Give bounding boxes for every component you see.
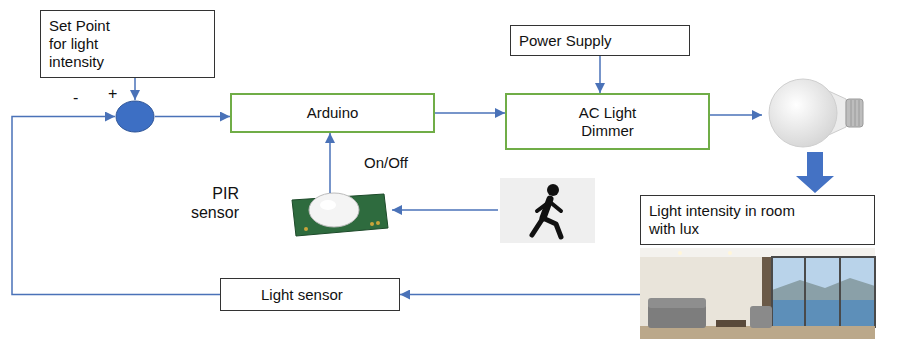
person-icon-part <box>532 218 543 235</box>
setpoint-box: Set Point for light intensity <box>40 10 215 78</box>
label-box: Light intensity in room with lux <box>640 195 875 245</box>
text-block: Light sensor <box>261 286 343 304</box>
room-light-box: Light intensity in room with lux <box>640 195 875 339</box>
text-block: PIR sensor <box>173 184 239 222</box>
signal-connector <box>599 56 601 93</box>
signal-connector <box>12 117 220 295</box>
edge-label: On/Off <box>362 154 410 172</box>
light-sensor-box: Light sensor <box>220 278 400 311</box>
person-icon-part <box>543 218 561 237</box>
text-block: Light intensity in room with lux <box>649 202 804 238</box>
power-supply-box: Power Supply <box>510 25 690 56</box>
node-text: Set Point for light intensity <box>49 17 131 71</box>
light-down-arrow-part <box>796 152 834 193</box>
node-text: Light intensity in room with lux <box>649 202 804 238</box>
room-photo-part <box>678 251 682 255</box>
room-photo-part <box>804 257 806 327</box>
person-icon-part <box>547 184 559 196</box>
room-photo-part <box>772 257 875 327</box>
room-photo-part <box>772 257 875 327</box>
dimmer-box: AC Light Dimmer <box>505 93 710 150</box>
light-bulb-part <box>859 100 860 126</box>
person-to-pir-arrow <box>392 210 498 211</box>
node-text: AC Light Dimmer <box>567 104 649 140</box>
light-bulb <box>769 79 863 147</box>
node-text: PIR sensor <box>173 184 239 222</box>
person-icon <box>500 178 595 243</box>
node-text: Arduino <box>307 104 359 122</box>
room-photo-part <box>648 298 706 308</box>
light-bulb-part <box>846 99 863 127</box>
pir-sensor: PIR sensor <box>288 193 388 237</box>
connectors <box>12 56 640 295</box>
node-text: - <box>73 88 78 107</box>
light-down-arrow <box>796 152 834 193</box>
pir-sensor-board-part <box>292 194 388 236</box>
room-photo-part <box>839 257 841 327</box>
person-icon-part <box>537 202 549 211</box>
room-photo-part <box>640 248 875 339</box>
signal-connector <box>155 116 230 118</box>
junction-circle <box>116 101 154 132</box>
text-block: Set Point for light intensity <box>49 17 131 71</box>
signal-connector <box>400 294 640 296</box>
pir-sensor-board-part <box>376 221 380 225</box>
room-photo-part <box>716 320 746 327</box>
text-block: Arduino <box>307 104 359 122</box>
dimmer-to-bulb-arrow <box>710 115 762 116</box>
person-icon-part <box>500 178 595 243</box>
node-text: Light sensor <box>261 286 343 304</box>
light-bulb-part <box>855 100 856 126</box>
pir-sensor-board-part <box>370 222 374 226</box>
text-block: AC Light Dimmer <box>567 104 649 140</box>
node-text: + <box>108 84 117 103</box>
room-photo-part <box>750 306 772 328</box>
room-photo-part <box>728 251 732 255</box>
dimmer-to-bulb-arrow-part <box>710 114 762 116</box>
summing-junction: -+ <box>115 100 155 133</box>
signal-connector <box>329 133 331 193</box>
junction-shape <box>115 100 155 133</box>
person-icon-part <box>550 202 561 211</box>
light-bulb-part <box>851 100 852 126</box>
pir-sensor-board-part <box>320 200 336 210</box>
room-photo-part <box>772 278 875 300</box>
signal-connector <box>435 112 505 114</box>
light-bulb-part <box>769 79 837 147</box>
node-text: Power Supply <box>519 32 612 50</box>
pir-sensor-board-part <box>304 227 308 231</box>
room-photo-part <box>640 248 875 257</box>
controller-box: Arduino <box>230 93 435 133</box>
text-block: Power Supply <box>519 32 612 50</box>
signal-connector <box>134 78 136 100</box>
room-photo-part <box>772 300 875 327</box>
room-photo <box>640 248 875 339</box>
pir-sensor-board-part <box>309 193 359 227</box>
person-to-pir-arrow-part <box>392 209 498 211</box>
pir-sensor-board <box>292 193 388 236</box>
